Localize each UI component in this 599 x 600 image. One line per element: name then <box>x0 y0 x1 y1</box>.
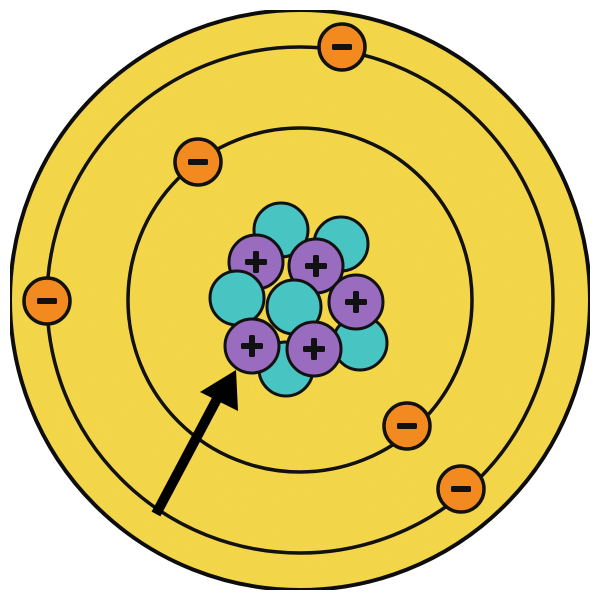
minus-sign <box>188 159 208 165</box>
electron <box>436 464 486 514</box>
arrow-shaft <box>151 394 223 517</box>
plus-sign-v <box>353 291 359 313</box>
minus-sign <box>37 298 57 304</box>
plus-sign-v <box>249 335 255 357</box>
plus-sign-v <box>313 255 319 277</box>
minus-sign <box>332 44 352 50</box>
electron <box>382 401 432 451</box>
proton <box>287 237 345 295</box>
pointer-arrow <box>151 370 238 517</box>
electron <box>317 22 367 72</box>
proton <box>327 273 385 331</box>
minus-sign <box>451 486 471 492</box>
proton <box>285 320 343 378</box>
electron <box>22 276 72 326</box>
arrow-head <box>200 370 238 411</box>
plus-sign-v <box>311 338 317 360</box>
inner-orbit-ring <box>126 126 474 474</box>
electron <box>173 137 223 187</box>
nucleus <box>208 201 389 398</box>
neutron <box>208 269 266 327</box>
proton <box>223 317 281 375</box>
minus-sign <box>397 423 417 429</box>
plus-sign-v <box>253 251 259 273</box>
